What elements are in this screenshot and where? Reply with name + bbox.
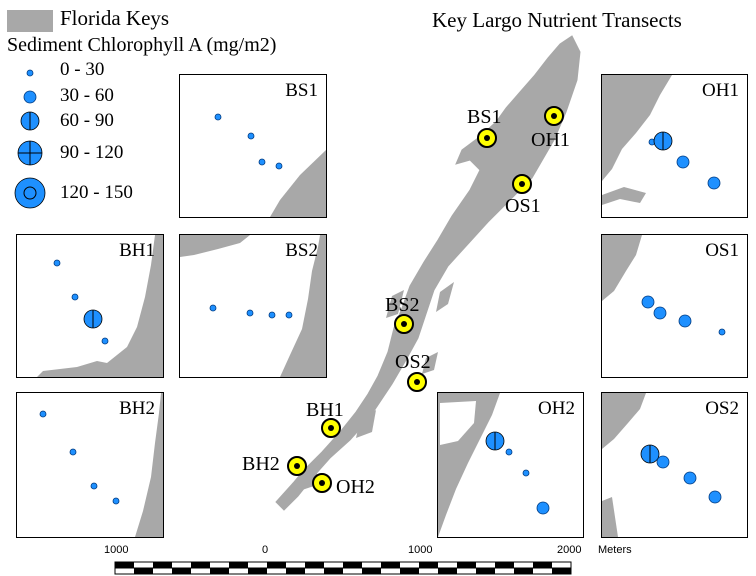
sample-point bbox=[209, 304, 217, 312]
sample-point bbox=[505, 448, 513, 456]
sample-point bbox=[683, 471, 697, 485]
inset-label: BS1 bbox=[285, 80, 318, 101]
sample-point bbox=[653, 306, 667, 320]
sample-point bbox=[247, 132, 255, 140]
legend-land-swatch bbox=[7, 10, 53, 32]
inset-label: BH1 bbox=[119, 240, 155, 261]
sample-point bbox=[39, 410, 47, 418]
scale-tick-label: 2000 bbox=[557, 544, 582, 556]
site-marker-os1 bbox=[512, 174, 532, 194]
island-fragment bbox=[422, 352, 438, 374]
sample-point bbox=[640, 444, 660, 464]
inset-bh2: BH2 bbox=[16, 392, 164, 538]
sample-point bbox=[69, 448, 77, 456]
sample-point bbox=[536, 501, 550, 515]
sample-point bbox=[53, 259, 61, 267]
site-marker-oh2 bbox=[312, 473, 332, 493]
sample-point bbox=[718, 328, 726, 336]
scale-tick-label: 0 bbox=[262, 544, 269, 556]
map-title: Key Largo Nutrient Transects bbox=[432, 8, 682, 32]
inset-bs2: BS2 bbox=[179, 234, 327, 378]
sample-point bbox=[90, 482, 98, 490]
sample-point bbox=[268, 311, 276, 319]
scale-tick-label: 1000 bbox=[104, 544, 129, 556]
legend-symbol-class-4 bbox=[17, 140, 43, 166]
inset-oh1: OH1 bbox=[601, 74, 748, 218]
legend-symbol-class-2 bbox=[23, 90, 37, 104]
site-label-bs1: BS1 bbox=[467, 106, 502, 128]
island-fragment bbox=[296, 470, 318, 492]
island-fragment bbox=[356, 410, 376, 438]
site-marker-bh2 bbox=[287, 456, 307, 476]
legend-class-label: 90 - 120 bbox=[60, 142, 124, 163]
key-largo-landmass bbox=[275, 35, 581, 511]
legend-symbol-class-3 bbox=[20, 111, 40, 131]
site-marker-oh1 bbox=[544, 106, 564, 126]
sample-point bbox=[676, 155, 690, 169]
sample-point bbox=[71, 293, 79, 301]
sample-point bbox=[214, 113, 222, 121]
legend-class-label: 60 - 90 bbox=[60, 110, 114, 131]
site-label-os1: OS1 bbox=[505, 195, 541, 217]
sample-point bbox=[83, 309, 103, 329]
inset-label: BS2 bbox=[285, 240, 318, 261]
site-label-bs2: BS2 bbox=[385, 294, 420, 316]
sample-point bbox=[708, 490, 722, 504]
site-marker-bs2 bbox=[394, 314, 414, 334]
sample-point bbox=[641, 295, 655, 309]
legend-symbol-class-5 bbox=[14, 177, 46, 209]
site-label-os2: OS2 bbox=[395, 351, 431, 373]
inset-bh1: BH1 bbox=[16, 234, 164, 378]
legend-class-label: 120 - 150 bbox=[60, 182, 133, 203]
sample-point bbox=[112, 497, 120, 505]
legend-class-label: 30 - 60 bbox=[60, 85, 114, 106]
legend-heading: Sediment Chlorophyll A (mg/m2) bbox=[7, 34, 277, 56]
inset-os2: OS2 bbox=[601, 392, 748, 538]
site-marker-bs1 bbox=[477, 128, 497, 148]
site-label-bh1: BH1 bbox=[306, 399, 344, 421]
sample-point bbox=[653, 131, 673, 151]
inset-os1: OS1 bbox=[601, 234, 748, 378]
sample-point bbox=[656, 455, 670, 469]
legend-symbol-class-1 bbox=[26, 69, 34, 77]
site-label-bh2: BH2 bbox=[242, 453, 280, 475]
sample-point bbox=[258, 158, 266, 166]
island-fragment bbox=[436, 282, 454, 312]
inset-bs1: BS1 bbox=[179, 74, 327, 218]
inset-label: BH2 bbox=[119, 398, 155, 419]
legend-land-label: Florida Keys bbox=[60, 6, 170, 30]
inset-label: OH2 bbox=[538, 398, 575, 419]
island-fragment bbox=[386, 290, 404, 318]
sample-point bbox=[485, 431, 505, 451]
sample-point bbox=[285, 311, 293, 319]
site-label-oh2: OH2 bbox=[336, 476, 375, 498]
site-marker-bh1 bbox=[321, 418, 341, 438]
legend-symbols bbox=[14, 69, 46, 209]
scale-tick-label: 1000 bbox=[408, 544, 433, 556]
inset-oh2: OH2 bbox=[437, 392, 584, 538]
sample-point bbox=[522, 469, 530, 477]
inset-label: OS1 bbox=[705, 240, 739, 261]
sample-point bbox=[275, 162, 283, 170]
sample-point bbox=[707, 176, 721, 190]
site-marker-os2 bbox=[407, 372, 427, 392]
scale-unit-label: Meters bbox=[598, 544, 632, 556]
site-label-oh1: OH1 bbox=[531, 129, 570, 151]
sample-point bbox=[678, 314, 692, 328]
inset-label: OH1 bbox=[702, 80, 739, 101]
inset-label: OS2 bbox=[705, 398, 739, 419]
sample-point bbox=[101, 337, 109, 345]
sample-point bbox=[246, 309, 254, 317]
legend-class-label: 0 - 30 bbox=[60, 59, 105, 80]
